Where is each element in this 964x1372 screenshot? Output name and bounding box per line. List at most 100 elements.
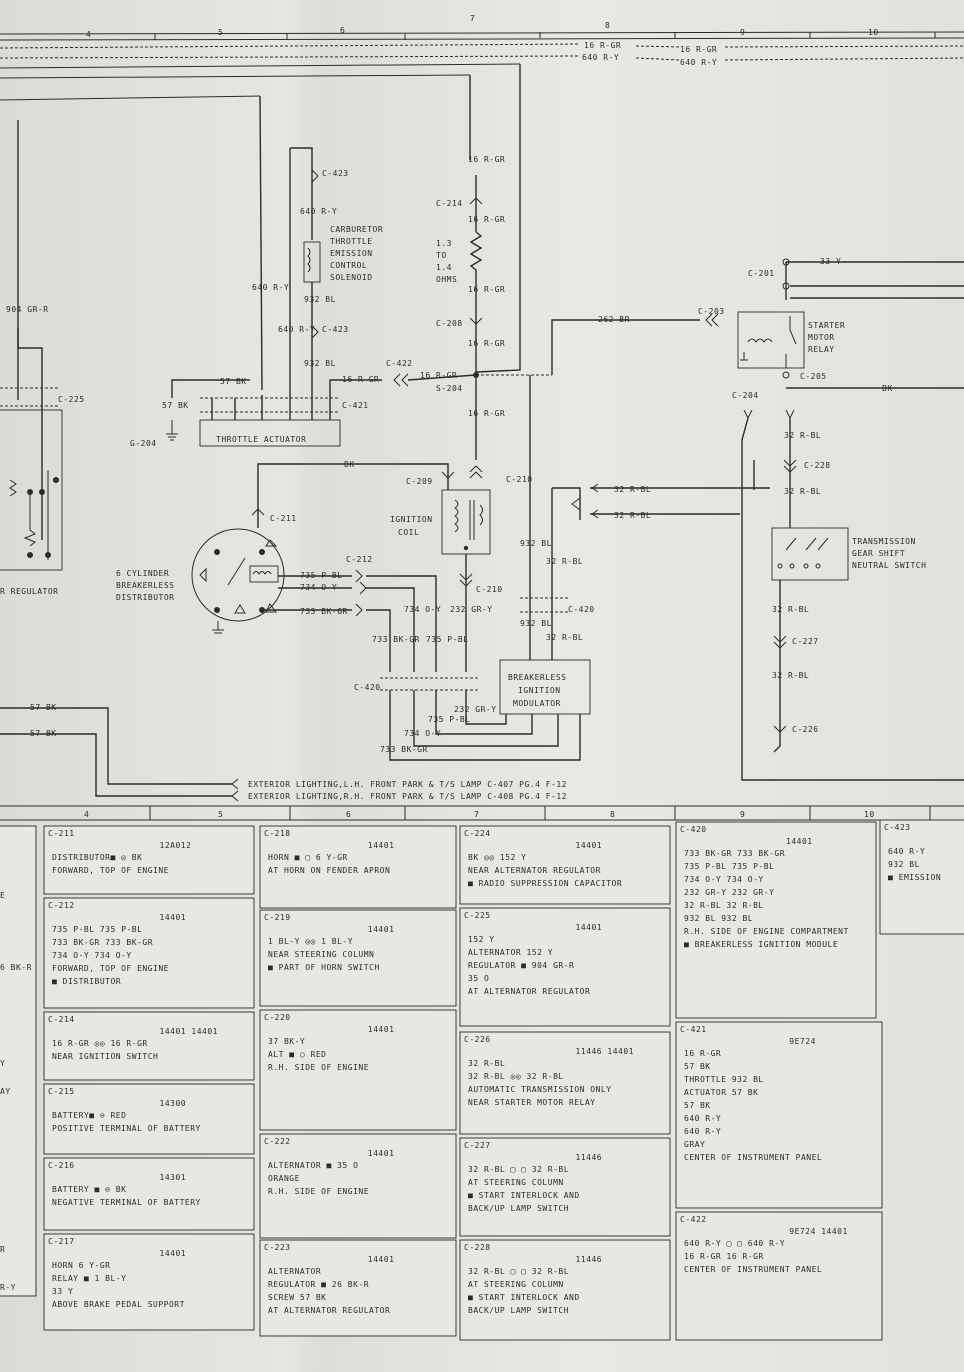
grid-col-4: 4 <box>84 810 89 819</box>
connector-part-number: 14401 <box>368 925 395 934</box>
connector-line: SCREW 57 BK <box>268 1293 326 1302</box>
connector-line: ORANGE <box>268 1174 300 1183</box>
grid-col-4: 4 <box>86 30 91 39</box>
grid-col-9: 9 <box>740 28 745 37</box>
connector-line: AT ALTERNATOR REGULATOR <box>468 987 590 996</box>
grid-col-10: 10 <box>868 28 879 37</box>
solenoid-coil <box>303 241 321 283</box>
throttle-actuator-box <box>199 419 341 447</box>
wire-label: 32 R-BL <box>784 487 821 496</box>
grid-col-6: 6 <box>346 810 351 819</box>
connector-line: 733 BK-GR 733 BK-GR <box>684 849 785 858</box>
connector-id: C-420 <box>680 825 707 834</box>
resistor-value-2: TO <box>436 251 447 260</box>
wire-label: 16 R-GR <box>680 45 717 54</box>
connector-label: C-212 <box>346 555 373 564</box>
connector-part-number: 14301 <box>160 1173 187 1182</box>
connector-id: C-228 <box>464 1243 491 1252</box>
connector-line: ■ START INTERLOCK AND <box>468 1191 580 1200</box>
connector-part-number: 9E724 14401 <box>789 1227 847 1236</box>
connector-line: ■ EMISSION <box>888 873 941 882</box>
connector-id: C-218 <box>264 829 291 838</box>
connector-label: C-225 <box>58 395 85 404</box>
connector-id: C-220 <box>264 1013 291 1022</box>
connector-line: 734 O-Y 734 O-Y <box>684 875 764 884</box>
throttle-actuator-group: THROTTLE ACTUATOR 57 BK 57 BK G-204 C-42… <box>130 359 477 448</box>
connector-line: 32 R-BL ▢ ▢ 32 R-BL <box>468 1267 569 1276</box>
connector-label: C-201 <box>748 269 775 278</box>
wire-label: 640 R-Y <box>680 58 717 67</box>
connector-line: CENTER OF INSTRUMENT PANEL <box>684 1153 822 1162</box>
wire-label: 57 BK <box>162 401 189 410</box>
wire-label: 32 R-BL <box>772 605 809 614</box>
wire-label: 16 R-GR <box>584 41 621 50</box>
wire-label: 734 O-Y <box>404 605 441 614</box>
connector-part-number: 9E724 <box>789 1037 816 1046</box>
connector-line: 35 O <box>468 974 489 983</box>
grid-col-8: 8 <box>605 21 610 30</box>
wire-label: 733 BK-GR <box>372 635 420 644</box>
connector-id: C-422 <box>680 1215 707 1224</box>
partial-text: Y <box>0 1059 5 1068</box>
solenoid-label-1: CARBURETOR <box>330 225 383 234</box>
ignition-coil-box <box>441 489 491 555</box>
connector-line: 932 BL 932 BL <box>684 914 753 923</box>
connector-part-number: 14401 <box>160 913 187 922</box>
distributor-label-3: DISTRIBUTOR <box>116 593 174 602</box>
wire-label: 16 R-GR <box>468 409 505 418</box>
connector-part-number: 11446 <box>576 1153 603 1162</box>
connector-line: NEAR STEERING COLUMN <box>268 950 374 959</box>
resistor-value-4: OHMS <box>436 275 457 284</box>
wire-label: 640 R-Y <box>252 283 289 292</box>
connector-line: BATTERY■ ⊖ RED <box>52 1111 126 1120</box>
connector-line: 16 R-GR <box>684 1049 721 1058</box>
connector-id: C-216 <box>48 1161 75 1170</box>
wire-label: 932 BL <box>520 539 552 548</box>
partial-text: 6 BK-R <box>0 963 32 972</box>
connector-line: R.H. SIDE OF ENGINE <box>268 1063 369 1072</box>
connector-id: C-215 <box>48 1087 75 1096</box>
grid-col-9: 9 <box>740 810 745 819</box>
wire-label: 16 R-GR <box>468 215 505 224</box>
grid-col-10: 10 <box>864 810 875 819</box>
connector-label: C-422 <box>386 359 413 368</box>
connector-id: C-222 <box>264 1137 291 1146</box>
wire-label: 932 BL <box>304 359 336 368</box>
connector-line: 37 BK-Y <box>268 1037 305 1046</box>
regulator-label: R REGULATOR <box>0 587 58 596</box>
wire-label: 32 R-BL <box>546 633 583 642</box>
connector-label: C-211 <box>270 514 297 523</box>
connector-line: THROTTLE 932 BL <box>684 1075 764 1084</box>
ground-label: G-204 <box>130 439 157 448</box>
modulator-feed-wires: 932 BL 32 R-BL C-420 932 BL 32 R-BL 32 R… <box>520 375 770 660</box>
connector-line: DISTRIBUTOR■ ◎ BK <box>52 853 142 862</box>
connector-line: 16 R-GR ◎◎ 16 R-GR <box>52 1039 148 1048</box>
modulator-label-2: IGNITION <box>518 686 561 695</box>
neutral-switch-box <box>771 527 849 581</box>
grid-col-7: 7 <box>474 810 479 819</box>
connector-label: C-203 <box>698 307 725 316</box>
connector-line: ALTERNATOR 152 Y <box>468 948 553 957</box>
grid-col-6: 6 <box>340 26 345 35</box>
connector-line: FORWARD, TOP OF ENGINE <box>52 964 169 973</box>
connector-line: 640 R-Y ▢ ▢ 640 R-Y <box>684 1239 785 1248</box>
connector-id: C-226 <box>464 1035 491 1044</box>
connector-line: HORN 6 Y-GR <box>52 1261 110 1270</box>
connector-line: ALT ■ ○ RED <box>268 1050 326 1059</box>
connector-line: AT HORN ON FENDER APRON <box>268 866 390 875</box>
wire-label: 32 R-BL <box>772 671 809 680</box>
connector-cell-frame <box>459 1031 671 1135</box>
wire-label: 57 BK <box>220 377 247 386</box>
connector-label: C-210 <box>476 585 503 594</box>
